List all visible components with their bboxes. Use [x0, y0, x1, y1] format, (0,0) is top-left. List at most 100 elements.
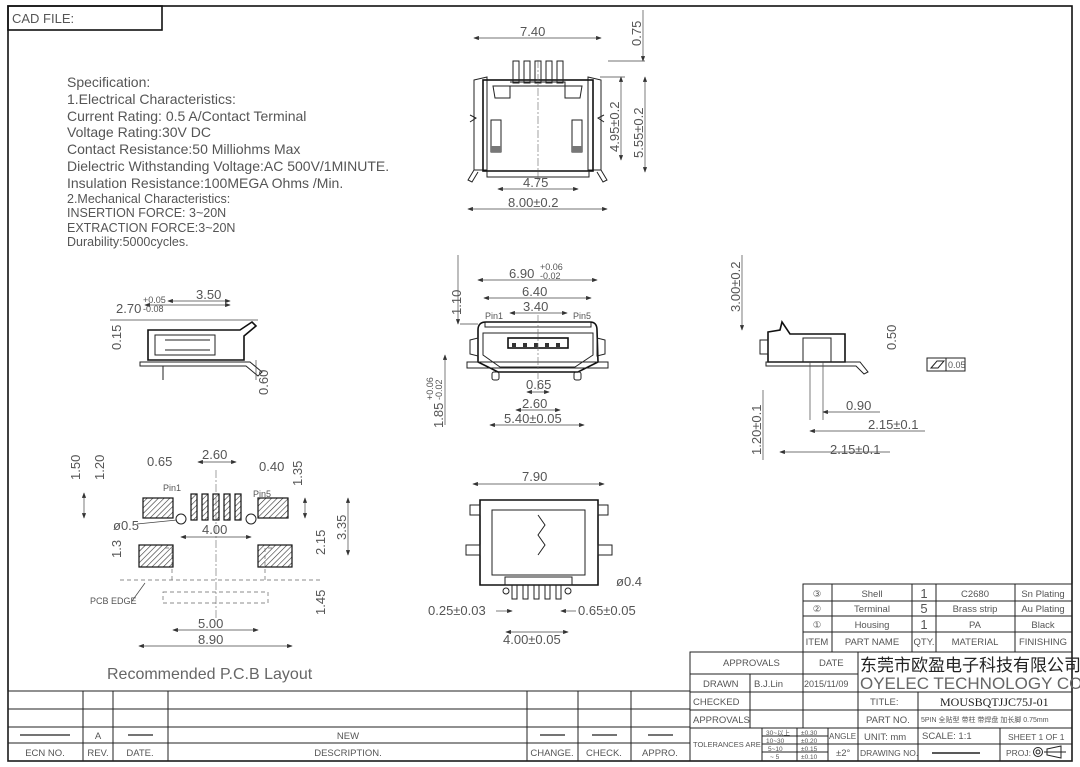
dim-5-40: 5.40±0.05 [504, 411, 562, 426]
dim-0-75: 0.75 [629, 21, 644, 46]
dim-6-40: 6.40 [522, 284, 547, 299]
front-view: 6.90 +0.06 -0.02 6.40 3.40 Pin1 Pin5 0.6… [425, 255, 609, 428]
tolerances-label: TOLERANCES ARE [693, 740, 761, 749]
dim-0-25: 0.25±0.03 [428, 603, 486, 618]
pcb-pin1-label: Pin1 [163, 483, 181, 493]
tolerance-range: 5~10 [768, 746, 783, 753]
bom-header-part: PART NAME [845, 637, 899, 648]
part-no-value: 5PIN 全贴型 带柱 带焊盘 加长脚 0.75mm [921, 715, 1049, 724]
dim-3-40: 3.40 [523, 299, 548, 314]
spec-current-rating: Current Rating: 0.5 A/Contact Terminal [67, 108, 306, 124]
tolerance-value: ±0.15 [801, 746, 818, 753]
pcb-layout-caption: Recommended P.C.B Layout [107, 666, 313, 683]
revision-description: NEW [337, 731, 359, 742]
dim-0-50: 0.50 [884, 325, 899, 350]
drawn-date: 2015/11/09 [804, 679, 848, 689]
bom-header-qty: QTY. [914, 637, 935, 648]
pcb-dim-3-35: 3.35 [334, 515, 349, 540]
projection-label: PROJ: [1006, 748, 1031, 758]
dim-0-65: 0.65 [526, 377, 551, 392]
header-change: CHANGE. [530, 748, 573, 759]
drawn-by: B.J.Lin [754, 679, 783, 690]
tolerance-range: ~ 5 [770, 754, 780, 761]
title-block: APPROVALS DATE 东莞市欧盈电子科技有限公司 OYELEC TECH… [689, 651, 1080, 762]
part-no-label: PART NO. [866, 715, 910, 726]
dim-5-55: 5.55±0.2 [631, 107, 646, 158]
bom-header-item: ITEM [806, 637, 829, 648]
pcb-dim-5-00: 5.00 [198, 616, 223, 631]
dim-3-50: 3.50 [196, 287, 221, 302]
spec-voltage-rating: Voltage Rating:30V DC [67, 124, 211, 140]
spec-electrical-heading: 1.Electrical Characteristics: [67, 91, 236, 107]
angle-value: ±2° [836, 748, 850, 759]
dim-2-60: 2.60 [522, 396, 547, 411]
bom-item: ① [813, 620, 822, 631]
tolerance-range: 30~以上 [766, 728, 791, 737]
pcb-layout-view: 0.65 2.60 0.40 Pin1 Pin5 4.00 ø0.5 1.50 … [68, 447, 351, 649]
dim-0-65-bottom: 0.65±0.05 [578, 603, 636, 618]
tolerance-range: 10~30 [766, 738, 785, 745]
pcb-dim-1-45: 1.45 [313, 590, 328, 615]
pcb-dim-4-00: 4.00 [202, 522, 227, 537]
dim-2-15-b: 2.15±0.1 [830, 442, 881, 457]
dim-0-90: 0.90 [846, 398, 871, 413]
dim-1-85-tol-up: +0.06 [425, 377, 435, 400]
spec-durability: Durability:5000cycles. [67, 235, 189, 249]
bom-material: PA [969, 620, 982, 631]
header-appro: APPRO. [642, 748, 678, 759]
bill-of-materials: ③ Shell 1 C2680 Sn Plating ② Terminal 5 … [802, 583, 1073, 653]
tolerance-value: ±0.20 [801, 738, 818, 745]
dim-3-00: 3.00±0.2 [728, 261, 743, 312]
revision-table: A NEW ECN NO. REV. DATE. DESCRIPTION. CH… [7, 690, 691, 762]
dim-4-95: 4.95±0.2 [607, 101, 622, 152]
date-header: DATE [819, 658, 844, 669]
header-check: CHECK. [586, 748, 622, 759]
pcb-dim-1-35: 1.35 [290, 461, 305, 486]
dim-2-70-tol-up: +0.05 [143, 295, 166, 305]
specification-block: Specification: 1.Electrical Characterist… [67, 74, 389, 249]
pcb-dim-2-60: 2.60 [202, 447, 227, 462]
bom-qty: 5 [920, 601, 927, 616]
dim-4-00-bottom: 4.00±0.05 [503, 632, 561, 647]
bom-part: Terminal [854, 604, 890, 615]
cad-file-box [7, 5, 163, 31]
bom-item: ② [813, 604, 822, 615]
spec-title: Specification: [67, 74, 150, 90]
bottom-view: 7.90 ø0.4 0.25±0.03 0.65±0.05 4.00±0.05 [428, 469, 642, 647]
angle-label: ANGLE [829, 732, 856, 741]
dim-2-15-a: 2.15±0.1 [868, 417, 919, 432]
pcb-dim-2-15: 2.15 [313, 530, 328, 555]
dim-dia-0-4: ø0.4 [616, 574, 642, 589]
tolerance-value: ±0.30 [801, 730, 818, 737]
spec-dielectric: Dielectric Withstanding Voltage:AC 500V/… [67, 158, 389, 174]
dim-2-70-tol-dn: -0.08 [143, 304, 164, 314]
pcb-dim-1-20: 1.20 [92, 455, 107, 480]
pcb-pin5-label: Pin5 [253, 489, 271, 499]
bom-finishing: Au Plating [1021, 604, 1064, 615]
dim-1-85: 1.85 [431, 403, 446, 428]
dim-7-40: 7.40 [520, 24, 545, 39]
bom-part: Housing [855, 620, 890, 631]
dim-8-00: 8.00±0.2 [508, 195, 559, 210]
header-ecn-no: ECN NO. [25, 748, 65, 759]
pcb-dim-1-3: 1.3 [109, 540, 124, 558]
bom-item: ③ [813, 589, 822, 600]
checked-label: CHECKED [693, 697, 740, 708]
bom-header-material: MATERIAL [952, 637, 999, 648]
bom-header-finishing: FINISHING [1019, 637, 1067, 648]
bom-qty: 1 [920, 617, 927, 632]
dim-2-70: 2.70 [116, 301, 141, 316]
dim-6-90-tol-up: +0.06 [540, 262, 563, 272]
dim-6-90-tol-dn: -0.02 [540, 271, 561, 281]
dim-1-85-tol-dn: -0.02 [434, 379, 444, 400]
drawing-no-label: DRAWING NO. [860, 748, 918, 758]
drawn-label: DRAWN [703, 679, 739, 690]
pcb-dim-8-90: 8.90 [198, 632, 223, 647]
company-name-cn: 东莞市欧盈电子科技有限公司 [860, 656, 1080, 675]
revision-letter: A [95, 731, 102, 742]
company-name-en: OYELEC TECHNOLOGY CO.,LTD [860, 674, 1080, 693]
pcb-dim-dia-0-5: ø0.5 [113, 518, 139, 533]
dim-0-15: 0.15 [109, 325, 124, 350]
scale: SCALE: 1:1 [922, 731, 972, 742]
